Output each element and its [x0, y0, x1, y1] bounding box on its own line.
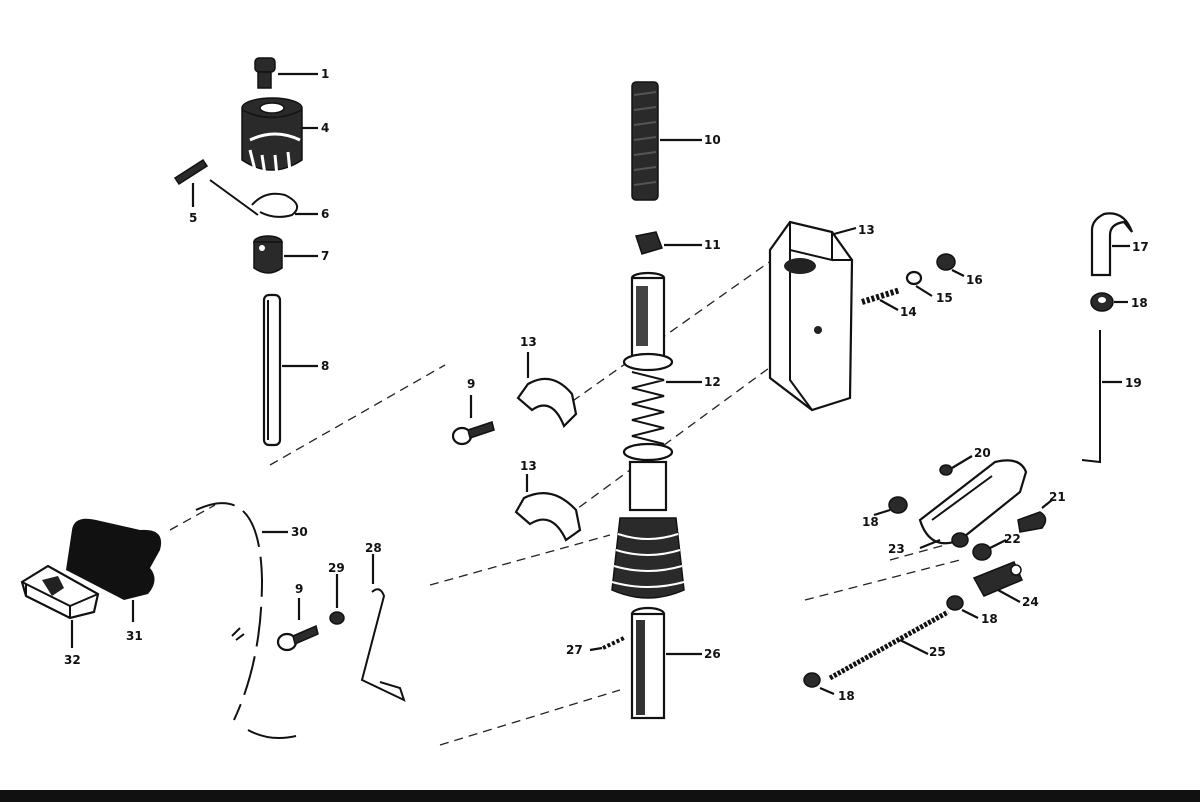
label-18-left: 18: [862, 515, 879, 529]
label-6: 6: [321, 207, 329, 221]
label-13-clamp-lower: 13: [520, 459, 537, 473]
part-23-link-plate: [918, 459, 1028, 550]
label-17: 17: [1132, 240, 1149, 254]
label-22: 22: [1004, 532, 1021, 546]
label-30: 30: [291, 525, 308, 539]
part-24-clevis: [972, 561, 1023, 603]
callout-labels: 1 4 5 6 7 8 9 10 11 12 13 13 13 14 15 16…: [64, 67, 1149, 703]
part-13-bracket: [768, 220, 857, 412]
part-21-screw: [1017, 499, 1053, 533]
label-16: 16: [966, 273, 983, 287]
part-18-washer-middle: [946, 595, 979, 619]
alignment-lines: [169, 257, 961, 746]
label-11: 11: [704, 238, 721, 252]
label-13-bracket: 13: [858, 223, 875, 237]
label-4: 4: [321, 121, 329, 135]
part-17-elbow: [1090, 212, 1134, 277]
label-31: 31: [126, 629, 143, 643]
label-9-lower: 9: [295, 582, 303, 596]
part-15-washer: [905, 270, 933, 297]
label-23: 23: [888, 542, 905, 556]
label-14: 14: [900, 305, 917, 319]
label-20: 20: [974, 446, 991, 460]
part-14-stud: [861, 287, 901, 311]
label-21: 21: [1049, 490, 1066, 504]
label-25: 25: [929, 645, 946, 659]
label-19: 19: [1125, 376, 1142, 390]
part-7-coupling: [253, 235, 318, 274]
label-28: 28: [365, 541, 382, 555]
label-13-clamp-upper: 13: [520, 335, 537, 349]
label-27: 27: [566, 643, 583, 657]
part-26-lower-tube: [630, 606, 702, 720]
label-32: 32: [64, 653, 81, 667]
part-9-screw-lower: [276, 598, 319, 652]
part-13-clamp-upper: [516, 352, 578, 428]
part-4-gear-assembly: [241, 97, 318, 177]
part-29-washer: [329, 574, 345, 625]
label-15: 15: [936, 291, 953, 305]
label-7: 7: [321, 249, 329, 263]
bottom-border-bar: [0, 790, 1200, 802]
part-22-nut: [972, 539, 1007, 561]
part-8-shaft: [262, 293, 318, 447]
part-11-nut: [635, 231, 702, 255]
part-18-washer-left: [873, 496, 908, 517]
part-19-rod: [1081, 330, 1122, 464]
label-18-middle: 18: [981, 612, 998, 626]
label-1: 1: [321, 67, 329, 81]
part-bellows-boot: [611, 517, 685, 599]
part-25-threaded-rod: [828, 609, 950, 681]
part-18-washer-bottom: [803, 672, 835, 696]
part-28-wire-link: [360, 554, 406, 702]
part-18-grommet-top: [1090, 292, 1128, 312]
label-18-top: 18: [1131, 296, 1148, 310]
part-9-screw-upper: [451, 395, 495, 446]
label-9-upper: 9: [467, 377, 475, 391]
part-20-washer: [939, 455, 973, 476]
label-5: 5: [189, 211, 197, 225]
part-1-cap-screw: [254, 57, 318, 89]
label-8: 8: [321, 359, 329, 373]
part-10-worm-shaft: [631, 81, 702, 201]
part-12-column-spring: [622, 271, 702, 512]
label-10: 10: [704, 133, 721, 147]
part-16-nut: [936, 253, 965, 277]
label-18-bottom: 18: [838, 689, 855, 703]
part-30-cable: [195, 502, 297, 739]
label-29: 29: [328, 561, 345, 575]
label-12: 12: [704, 375, 721, 389]
part-32-block: [20, 564, 100, 648]
label-24: 24: [1022, 595, 1039, 609]
part-13-clamp-lower: [514, 474, 582, 542]
part-31-pad: [66, 518, 162, 622]
label-26: 26: [704, 647, 721, 661]
part-6-spring-clip: [209, 179, 318, 218]
part-27-pin: [589, 636, 625, 652]
part-5-pin: [173, 158, 209, 207]
